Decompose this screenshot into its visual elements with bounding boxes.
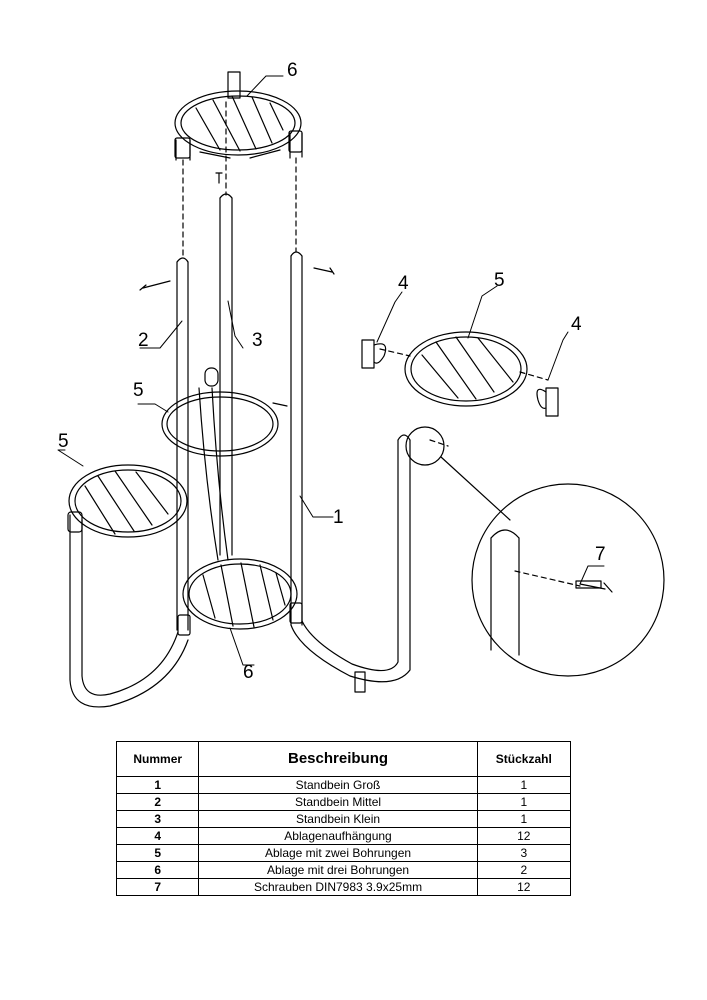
row-quantity: 1 [476,793,572,811]
top-screw [215,172,223,184]
screw-middle [272,402,288,407]
screw-left [139,280,171,291]
row-quantity: 12 [476,827,572,845]
header-quantity: Stückzahl [476,741,572,777]
row-number: 5 [115,844,200,862]
callout-5-left: 5 [58,431,69,452]
row-number: 1 [115,776,200,794]
middle-shelf-5 [161,367,279,457]
row-description: Ablage mit zwei Bohrungen [198,844,478,862]
table-row: 3 Standbein Klein 1 [115,810,572,828]
hanger-4-right [536,387,559,417]
separate-shelf-5 [404,331,528,407]
row-quantity: 3 [476,844,572,862]
leg-3-small [219,193,233,556]
callout-5-separate: 5 [494,270,505,291]
header-number: Nummer [115,741,200,777]
row-number: 4 [115,827,200,845]
inner-curved-frame [198,387,229,561]
row-quantity: 1 [476,776,572,794]
table-row: 1 Standbein Groß 1 [115,776,572,794]
callout-4-left: 4 [398,273,409,294]
detail-circle [405,426,665,677]
callout-6-bottom: 6 [243,662,254,683]
leg-1-large [290,251,303,626]
callout-2: 2 [138,330,149,351]
row-number: 3 [115,810,200,828]
parts-list-table: Nummer Beschreibung Stückzahl 1 Standbei… [115,741,572,896]
assembly-diagram: 6 2 3 5 5 4 5 4 1 6 7 [57,60,665,708]
row-quantity: 1 [476,810,572,828]
callout-1: 1 [333,507,344,528]
callout-3: 3 [252,330,263,351]
row-description: Standbein Groß [198,776,478,794]
table-header-row: Nummer Beschreibung Stückzahl [115,741,572,777]
table-row: 2 Standbein Mittel 1 [115,793,572,811]
table-row: 5 Ablage mit zwei Bohrungen 3 [115,844,572,862]
bottom-shelf-6 [177,558,303,636]
table-row: 6 Ablage mit drei Bohrungen 2 [115,861,572,879]
row-number: 2 [115,793,200,811]
right-curved-leg [290,434,411,693]
row-description: Standbein Klein [198,810,478,828]
leg-2-medium [176,257,189,631]
row-description: Ablagenaufhängung [198,827,478,845]
row-quantity: 12 [476,878,572,896]
callout-4-right: 4 [571,314,582,335]
callout-6-top: 6 [287,60,298,81]
screw-right [313,267,335,275]
table-row: 4 Ablagenaufhängung 12 [115,827,572,845]
row-quantity: 2 [476,861,572,879]
row-number: 6 [115,861,200,879]
table-row: 7 Schrauben DIN7983 3.9x25mm 12 [115,878,572,896]
callout-leaders [57,75,605,666]
row-description: Ablage mit drei Bohrungen [198,861,478,879]
callout-7: 7 [595,544,606,565]
header-description: Beschreibung [198,741,478,777]
row-number: 7 [115,878,200,896]
row-description: Standbein Mittel [198,793,478,811]
left-curved-leg [67,511,189,708]
hanger-4-left [361,339,387,369]
callout-5-middle: 5 [133,380,144,401]
left-shelf-5 [68,464,188,538]
row-description: Schrauben DIN7983 3.9x25mm [198,878,478,896]
top-shelf-6 [174,71,303,161]
